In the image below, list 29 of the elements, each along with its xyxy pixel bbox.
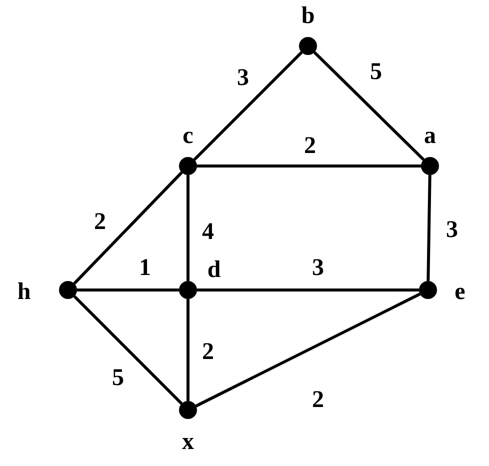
vertex-label: a bbox=[424, 124, 436, 148]
edge-line bbox=[186, 299, 190, 401]
edge-line bbox=[186, 175, 190, 281]
edge-weight: 4 bbox=[202, 220, 214, 244]
vertex-label: c bbox=[182, 124, 194, 148]
edge-weight: 3 bbox=[446, 218, 458, 242]
edge-line bbox=[313, 51, 425, 161]
edge-weight: 3 bbox=[312, 256, 324, 280]
vertex-label: x bbox=[182, 430, 194, 454]
edge-weight: 3 bbox=[237, 66, 249, 90]
edge-weight: 2 bbox=[304, 134, 316, 158]
edge-weight: 1 bbox=[139, 256, 151, 280]
edge-weight: 5 bbox=[112, 366, 124, 390]
edge-weight: 5 bbox=[370, 60, 382, 84]
edge-weight: 2 bbox=[94, 210, 106, 234]
vertex-label: d bbox=[207, 258, 221, 282]
vertex-label: b bbox=[301, 4, 315, 28]
edge-weight: 2 bbox=[312, 388, 324, 412]
edge-weight: 2 bbox=[202, 340, 214, 364]
vertex-label: h bbox=[17, 280, 31, 304]
edge-line bbox=[197, 164, 421, 168]
edge-line bbox=[195, 292, 421, 408]
edge-line bbox=[193, 51, 303, 161]
edge-line bbox=[197, 288, 419, 292]
edge-line bbox=[73, 171, 183, 285]
edge-line bbox=[77, 288, 179, 292]
edge-line bbox=[73, 295, 183, 405]
vertex-label: e bbox=[454, 280, 466, 304]
edge-line bbox=[426, 174, 432, 282]
